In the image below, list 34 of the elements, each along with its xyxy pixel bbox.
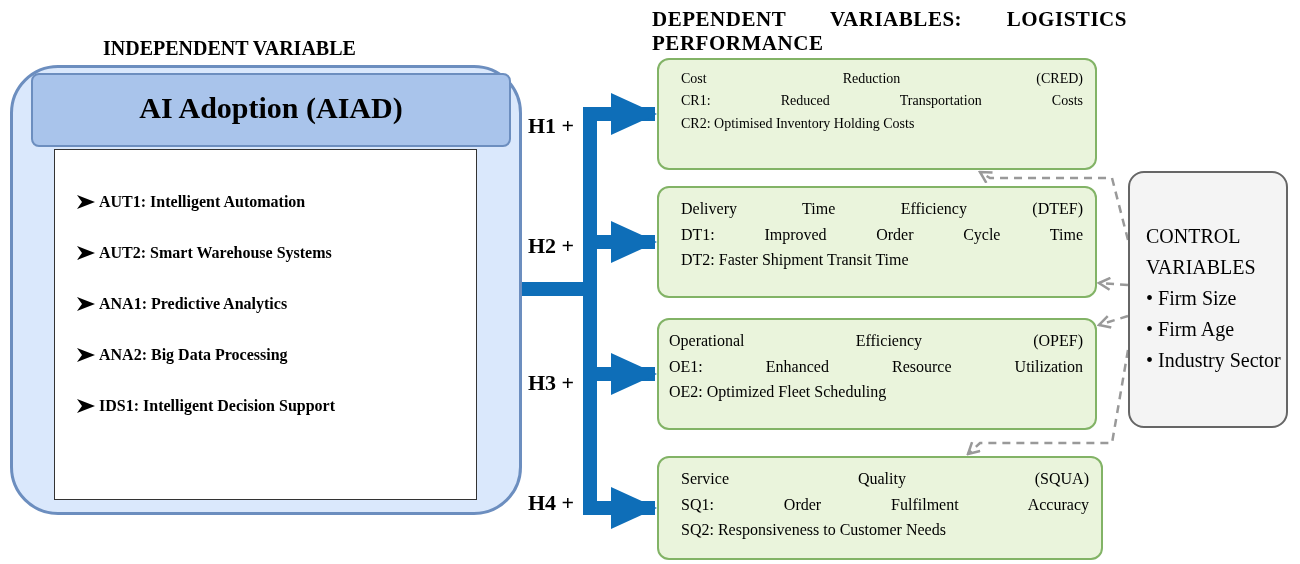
- section-title: INDEPENDENT VARIABLE: [103, 38, 356, 58]
- outcome-box: [657, 318, 1097, 430]
- control-arrow: [978, 170, 1130, 241]
- box-heading: CONTROL VARIABLES: [1146, 224, 1257, 280]
- indicator-text: AUT2: Smart Warehouse Systems: [99, 243, 333, 263]
- indicator-text: AUT1: Intelligent Automation: [99, 192, 307, 212]
- indicator-text: OE1: Enhanced Resource Utilization: [669, 356, 1083, 377]
- indicator-text: DT2: Faster Shipment Transit Time: [681, 250, 910, 271]
- outcome-box: [657, 186, 1097, 298]
- list-item: • Industry Sector: [1146, 348, 1282, 374]
- indicator-text: CR2: Optimised Inventory Holding Costs: [681, 114, 916, 133]
- construct-heading: Delivery Time Efficiency (DTEF): [681, 199, 1083, 220]
- control-variables-box: [1128, 171, 1288, 428]
- indicator-list-box: [54, 149, 477, 500]
- indicator-text: SQ1: Order Fulfilment Accuracy: [681, 494, 1089, 516]
- control-arrow: [1097, 314, 1129, 329]
- outcome-box: [657, 456, 1103, 560]
- list-item: • Firm Age: [1146, 317, 1236, 343]
- construct-header: AI Adoption (AIAD): [31, 73, 511, 147]
- control-arrow: [966, 349, 1130, 456]
- indicator-text: ANA1: Predictive Analytics: [99, 294, 289, 314]
- indicator-text: DT1: Improved Order Cycle Time: [681, 224, 1083, 246]
- indicator-text: OE2: Optimized Fleet Scheduling: [669, 382, 888, 403]
- list-item: • Firm Size: [1146, 286, 1238, 311]
- outcome-box: [657, 58, 1097, 170]
- indicator-text: IDS1: Intelligent Decision Support: [99, 396, 337, 416]
- construct-heading: Operational Efficiency (OPEF): [669, 331, 1083, 352]
- construct-heading: Cost Reduction (CRED): [681, 70, 1083, 88]
- indicator-text: ANA2: Big Data Processing: [99, 345, 289, 365]
- section-title: DEPENDENT VARIABLES: LOGISTICS PERFORMANCE: [652, 8, 1127, 56]
- indicator-text: CR1: Reduced Transportation Costs: [681, 92, 1083, 111]
- construct-heading: Service Quality (SQUA): [681, 469, 1089, 490]
- indicator-text: SQ2: Responsiveness to Customer Needs: [681, 520, 947, 541]
- control-arrow: [1097, 276, 1129, 291]
